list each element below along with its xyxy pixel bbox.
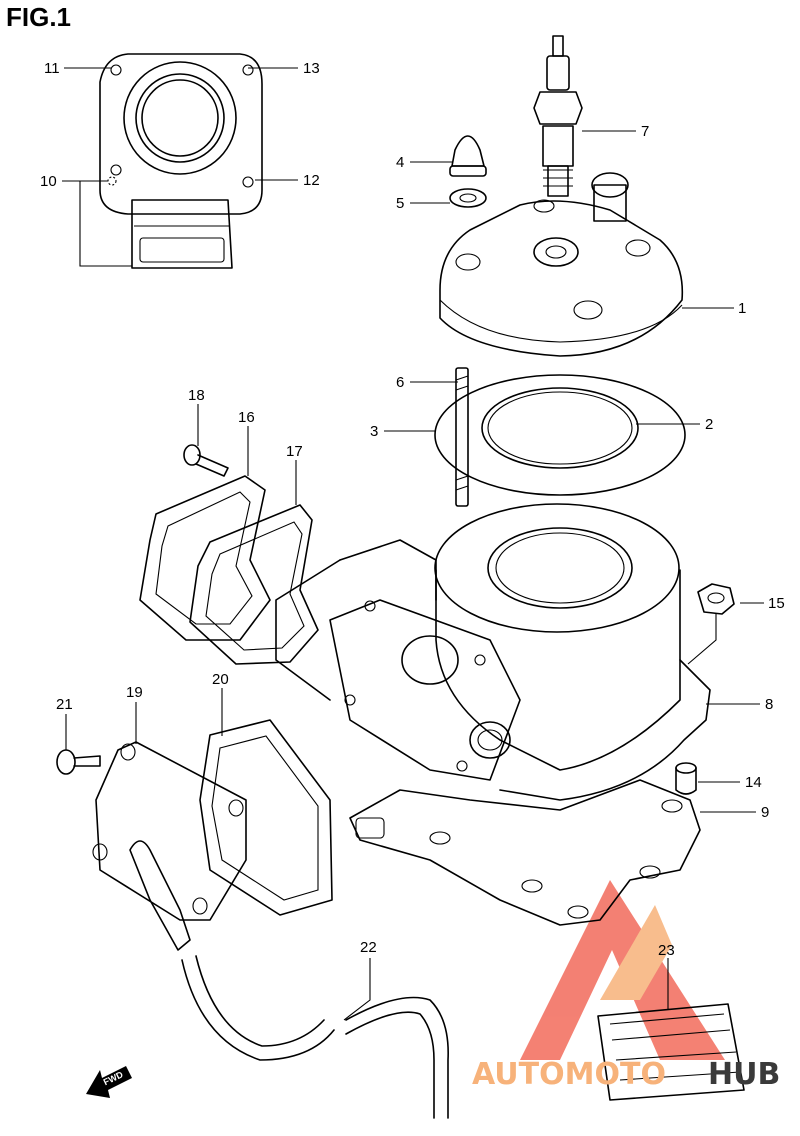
hose-part	[181, 955, 449, 1119]
leader-lines	[62, 67, 764, 1021]
callout-21: 21	[56, 696, 73, 713]
intake-cover-part	[92, 741, 247, 951]
gasket-inset-part	[99, 53, 263, 269]
callout-18: 18	[188, 387, 205, 404]
callout-6: 6	[396, 374, 404, 391]
watermark-word-2: HUB	[708, 1057, 780, 1092]
callout-labels: 11 13 10 12 4 5 7 1 6 3 2 15 8 14 9 18 1…	[40, 60, 785, 959]
caution-label-part	[597, 1003, 745, 1101]
callout-22: 22	[360, 939, 377, 956]
reed-valve-gasket-part	[189, 504, 319, 665]
watermark-text: AUTOMOTO HUB	[472, 1057, 780, 1092]
watermark-logo	[520, 880, 725, 1060]
cylinder-block-part	[275, 503, 711, 801]
flange-nut-part	[697, 583, 735, 615]
callout-1: 1	[738, 300, 746, 317]
callout-17: 17	[286, 443, 303, 460]
watermark-word-1: AUTOMOTO	[472, 1057, 666, 1092]
callout-20: 20	[212, 671, 229, 688]
figure-title: FIG.1	[6, 2, 72, 32]
base-gasket-part	[349, 779, 701, 926]
callout-9: 9	[761, 804, 769, 821]
callout-13: 13	[303, 60, 320, 77]
callout-11: 11	[44, 60, 60, 77]
reed-gasket-part	[139, 475, 271, 641]
callout-14: 14	[745, 774, 762, 791]
callout-16: 16	[238, 409, 255, 426]
callout-8: 8	[765, 696, 773, 713]
screw-part	[56, 749, 101, 775]
callout-15: 15	[768, 595, 785, 612]
callout-3: 3	[370, 423, 378, 440]
stud-bolt-part	[455, 367, 469, 507]
callout-23: 23	[658, 942, 675, 959]
callout-12: 12	[303, 172, 320, 189]
forward-arrow-icon: FWD	[86, 1066, 132, 1098]
callout-7: 7	[641, 123, 649, 140]
callout-2: 2	[705, 416, 713, 433]
bolt-part	[183, 444, 229, 477]
intake-gasket-part	[199, 719, 333, 916]
callout-4: 4	[396, 154, 404, 171]
callout-5: 5	[396, 195, 404, 212]
callout-10: 10	[40, 173, 57, 190]
cylinder-head-part	[439, 172, 684, 357]
head-gasket-part	[434, 374, 686, 496]
dowel-pin-part	[675, 762, 697, 795]
spark-plug-part	[533, 35, 583, 197]
cap-nut-part	[449, 135, 487, 208]
callout-19: 19	[126, 684, 143, 701]
